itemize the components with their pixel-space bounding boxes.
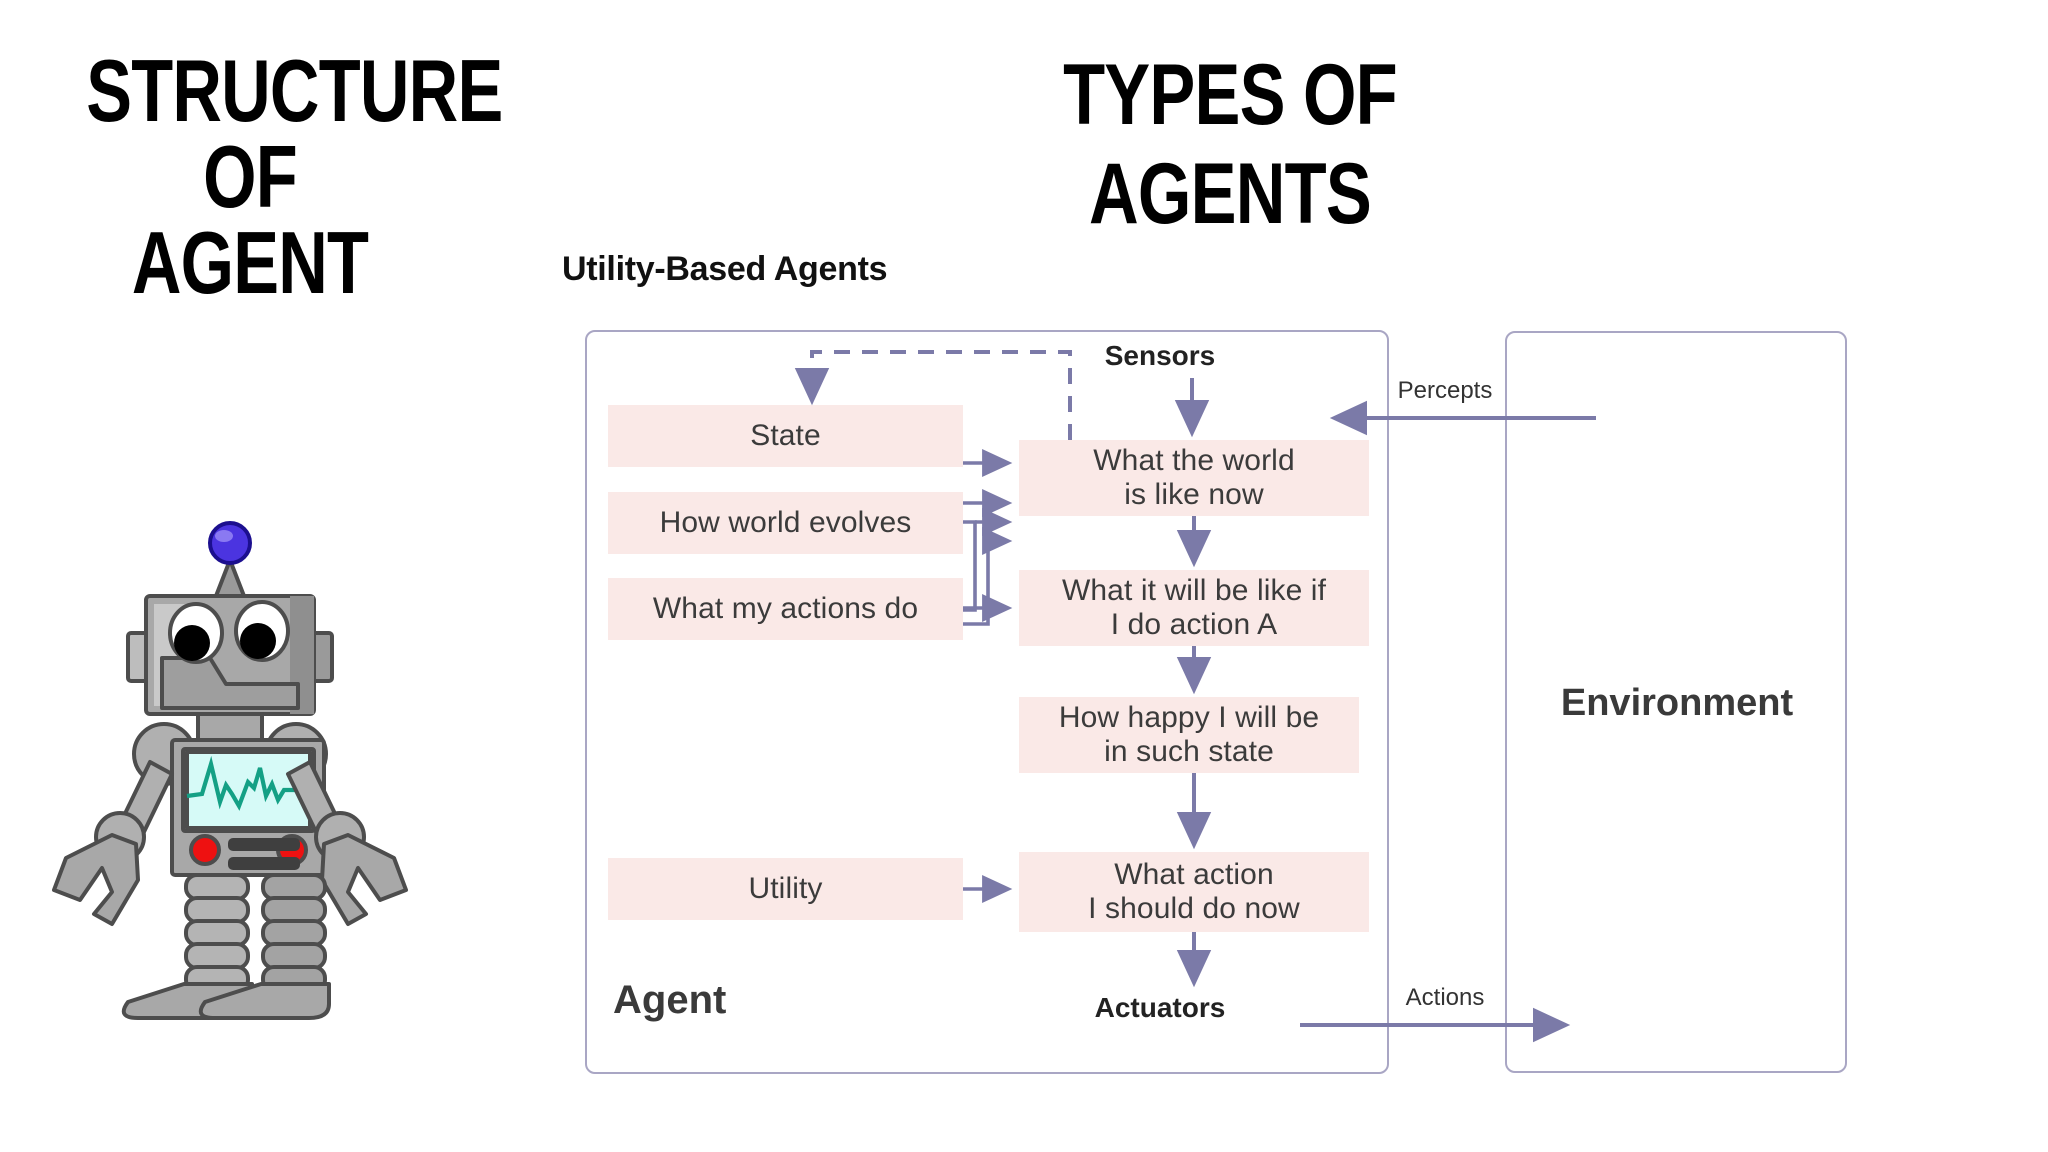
robot-pupil-left (174, 625, 210, 661)
box-what-it-will-be-like-if-i-do-action-a: What it will be like if I do action A (1019, 570, 1369, 646)
box-state: State (608, 405, 963, 467)
box-world-now-text: What the world is like now (1093, 444, 1294, 511)
box-what-my-actions-do: What my actions do (608, 578, 963, 640)
box-world-now-line-1: What the world (1093, 444, 1295, 478)
robot-vent-top (228, 838, 300, 851)
robot-claw-right (320, 833, 408, 926)
robot-neck (196, 712, 264, 744)
box-utility-label: Utility (748, 872, 823, 906)
box-what-action-line-2: I should do now (1088, 892, 1300, 925)
robot-antenna-highlight (215, 530, 233, 542)
actions-label: Actions (1405, 984, 1485, 1011)
box-how-world-evolves-label: How world evolves (659, 506, 912, 540)
my-actions-riser (963, 541, 990, 626)
diagram-subtitle: Utility-Based Agents (562, 250, 888, 288)
box-what-action-i-should-do-now: What action I should do now (1019, 852, 1369, 932)
robot-button-left (189, 834, 221, 866)
environment-label: Environment (1560, 682, 1794, 724)
robot-antenna-bulb (208, 521, 252, 565)
page-title: TYPES OF AGENTS (1063, 47, 1398, 242)
sensors-label: Sensors (1104, 340, 1216, 371)
box-what-action-text: What action I should do now (1088, 858, 1300, 925)
box-how-happy-i-will-be: How happy I will be in such state (1019, 697, 1359, 773)
box-how-happy-line-1: How happy I will be (1058, 701, 1320, 735)
box-action-a-text: What it will be like if I do action A (1062, 574, 1326, 641)
left-heading-line-2: OF (203, 127, 298, 227)
percepts-label: Percepts (1397, 377, 1493, 404)
box-action-a-line-1: What it will be like if (1061, 574, 1327, 608)
left-heading: STRUCTURE OF AGENT (40, 46, 503, 313)
robot-foot-right (198, 982, 331, 1020)
box-how-happy-text: How happy I will be in such state (1059, 701, 1319, 768)
agent-label: Agent (613, 978, 727, 1022)
box-what-my-actions-do-label: What my actions do (652, 592, 919, 626)
box-world-now-line-2: is like now (1124, 478, 1264, 511)
feedback-dashed-loop (810, 350, 1072, 440)
box-what-action-line-1: What action (1114, 858, 1274, 892)
box-state-label: State (750, 419, 821, 453)
robot-claw-left (52, 833, 140, 926)
robot-pupil-right (240, 623, 276, 659)
environment-frame (1505, 331, 1847, 1073)
robot-screen-waveform (186, 755, 310, 811)
left-heading-line-3: AGENT (131, 213, 369, 313)
how-evolves-riser (963, 520, 977, 612)
box-how-world-evolves: How world evolves (608, 492, 963, 554)
robot-leg-right (261, 873, 327, 993)
robot-antenna-stem (214, 558, 246, 598)
robot-vent-bottom (228, 857, 300, 870)
box-what-the-world-is-like-now: What the world is like now (1019, 440, 1369, 516)
box-how-happy-line-2: in such state (1104, 735, 1274, 768)
robot-illustration (52, 521, 408, 1020)
box-action-a-line-2: I do action A (1110, 608, 1278, 641)
box-utility: Utility (608, 858, 963, 920)
agent-frame (585, 330, 1389, 1074)
actuators-label: Actuators (1094, 992, 1226, 1023)
robot-leg-left (184, 873, 250, 993)
